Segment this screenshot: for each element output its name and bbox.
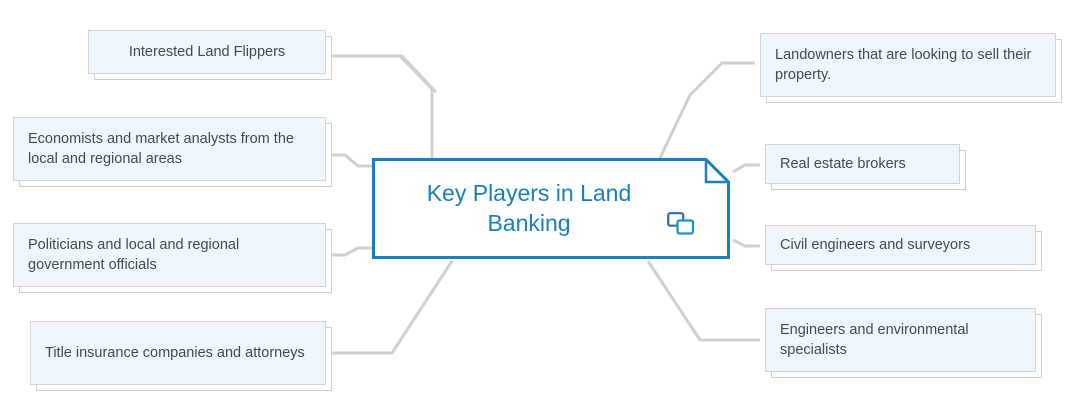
center-node-shape xyxy=(372,158,730,259)
connector-left-1b xyxy=(325,54,438,94)
node-label: Interested Land Flippers xyxy=(128,44,286,60)
node-label: Title insurance companies and attorneys xyxy=(45,345,305,361)
node-left-interested-land-flippers[interactable]: Interested Land Flippers xyxy=(88,30,326,74)
node-label: Economists and market analysts from the … xyxy=(28,131,294,167)
node-label: Landowners that are looking to sell thei… xyxy=(775,47,1032,83)
connector-right-2 xyxy=(732,163,760,174)
node-right-landowners-selling[interactable]: Landowners that are looking to sell thei… xyxy=(760,33,1056,97)
node-left-politicians-officials[interactable]: Politicians and local and regional gover… xyxy=(13,223,326,287)
connector-left-1 xyxy=(325,54,434,158)
node-label: Politicians and local and regional gover… xyxy=(28,237,240,273)
node-label: Civil engineers and surveyors xyxy=(780,237,971,253)
connector-right-1b xyxy=(658,61,755,159)
connector-right-4 xyxy=(646,260,760,342)
copy-icon[interactable] xyxy=(667,212,695,236)
node-left-economists-analysts[interactable]: Economists and market analysts from the … xyxy=(13,117,326,181)
node-label: Engineers and environmental specialists xyxy=(780,322,969,358)
connector-left-3 xyxy=(325,246,372,257)
node-right-engineers-environmental[interactable]: Engineers and environmental specialists xyxy=(765,308,1036,372)
node-label: Real estate brokers xyxy=(780,156,906,172)
node-left-title-insurance-attorneys[interactable]: Title insurance companies and attorneys xyxy=(30,321,326,385)
connector-right-3 xyxy=(732,238,760,248)
node-right-civil-engineers-surveyors[interactable]: Civil engineers and surveyors xyxy=(765,225,1036,265)
center-node-label: Key Players in Land Banking xyxy=(426,179,632,236)
center-node-key-players[interactable]: Key Players in Land Banking xyxy=(372,158,730,259)
connector-left-4 xyxy=(325,260,454,355)
connector-left-2 xyxy=(325,153,372,168)
node-right-real-estate-brokers[interactable]: Real estate brokers xyxy=(765,144,960,184)
